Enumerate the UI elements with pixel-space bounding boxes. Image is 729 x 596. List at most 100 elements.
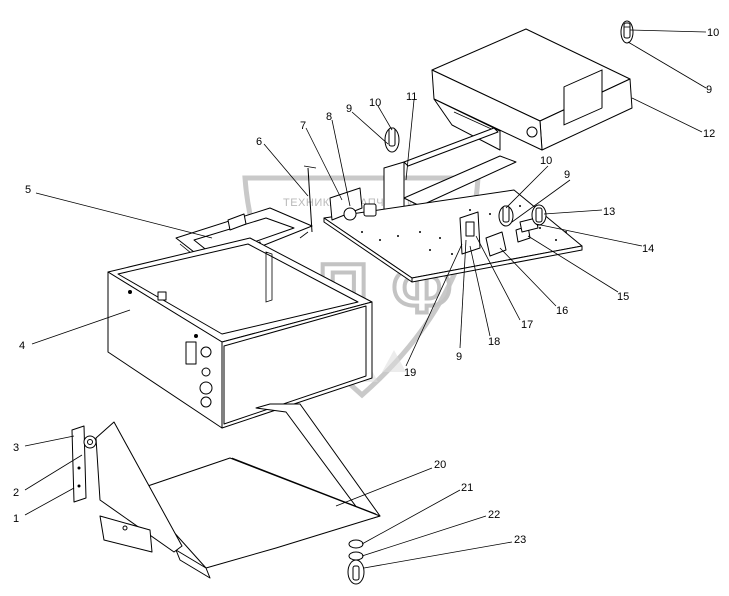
tray-floor [135,457,381,569]
frame-tab-left [227,213,247,231]
leader-17 [475,235,521,321]
box-socket-2 [200,396,212,408]
leader-2 [24,454,83,491]
bolt-assembly-mid-left [384,127,400,153]
part-23-bolt [352,565,360,581]
leader-23 [363,541,513,569]
callout-7: 7 [300,120,306,132]
part-12-top-cover [431,28,633,151]
plate-holes [361,205,567,255]
leader-3 [24,435,75,447]
box-inner-cavity [117,243,359,335]
callout-19: 19 [404,367,416,379]
callout-9-a: 9 [346,103,352,115]
callout-20: 20 [434,459,446,471]
callout-4: 4 [19,340,25,352]
tray-gusset [95,421,183,553]
bolt-assembly-top-right [620,20,634,44]
part-8-nut [343,207,357,221]
leader-4 [31,309,131,345]
leader-16 [499,247,557,307]
leader-9a [351,111,389,145]
box-switch-plate [185,341,197,365]
cover-edge-line [453,111,499,133]
callout-9-d: 9 [456,351,462,363]
box-latch [157,291,167,301]
callout-23: 23 [514,534,526,546]
leader-6 [263,143,309,197]
leader-20 [335,467,433,507]
callout-10-b: 10 [707,27,719,39]
part-1-3-clamp [71,425,97,503]
callout-3: 3 [13,442,19,454]
tray-hole [122,525,128,531]
bolt-10-mid-left [388,127,396,147]
cover-access-door [563,69,603,126]
callout-21: 21 [461,482,473,494]
callout-13: 13 [603,206,615,218]
bolt-13-assembly [531,204,547,226]
part-7-angle-bracket [329,187,363,221]
callout-8: 8 [326,111,332,123]
callout-15: 15 [617,291,629,303]
part-4-battery-box [107,237,373,429]
leader-9c [511,179,571,223]
callout-12: 12 [703,128,715,140]
part-22-spring-washer [348,551,364,561]
callout-9-b: 9 [706,84,712,96]
leader-1 [24,487,75,516]
leader-10c [505,165,549,209]
callout-6: 6 [256,136,262,148]
parts-21-23-fasteners [347,539,365,585]
bolt-10-top-right [623,22,631,39]
leader-8 [331,119,351,207]
callout-5: 5 [25,184,31,196]
callout-17: 17 [521,319,533,331]
callout-1: 1 [13,513,19,525]
part-8-bolt-head [363,203,377,217]
leader-22 [361,515,487,557]
leader-19 [405,243,463,367]
part-21-washer [348,539,364,549]
part-20-support-tray [95,403,381,579]
box-rivet-2 [194,334,198,338]
box-rivet-1 [128,290,132,294]
leader-12 [631,97,703,133]
callout-10-a: 10 [369,97,381,109]
callout-18: 18 [488,336,500,348]
callout-14: 14 [642,243,654,255]
part-7-8-bracket-bolts [329,187,377,221]
leader-9d [459,239,467,349]
leader-15 [527,235,619,293]
mounting-plate [323,189,583,283]
cover-side-face [431,69,543,151]
leader-21 [361,489,461,545]
channel-top-strip [403,127,499,167]
box-knob-1 [200,346,212,358]
part-18-relay-window [465,221,475,237]
leader-10a [377,105,393,131]
part-6-long-stud [303,165,317,233]
box-socket-1 [199,381,213,395]
bolt-13 [535,207,543,223]
bolt-10-mid [502,205,510,223]
callout-9-c: 9 [564,169,570,181]
leader-13 [543,209,603,215]
box-knob-2 [201,367,211,377]
part-3-clamp-strip [71,425,87,503]
callout-2: 2 [13,487,19,499]
leader-lines [24,29,707,569]
callout-11: 11 [406,91,417,103]
bolt-assembly-mid-right [498,205,514,227]
callout-labels: 1 2 3 4 5 6 7 8 9 10 11 10 9 12 10 9 13 … [13,27,719,546]
box-inner-partition [265,251,273,303]
box-front-panel-window [223,305,367,425]
tray-front-lip [175,549,211,579]
callout-10-c: 10 [540,155,552,167]
mounting-plate-left-wall [323,217,413,283]
leader-11 [405,99,415,181]
cover-round-hole [526,126,538,138]
leader-9b [627,41,707,89]
